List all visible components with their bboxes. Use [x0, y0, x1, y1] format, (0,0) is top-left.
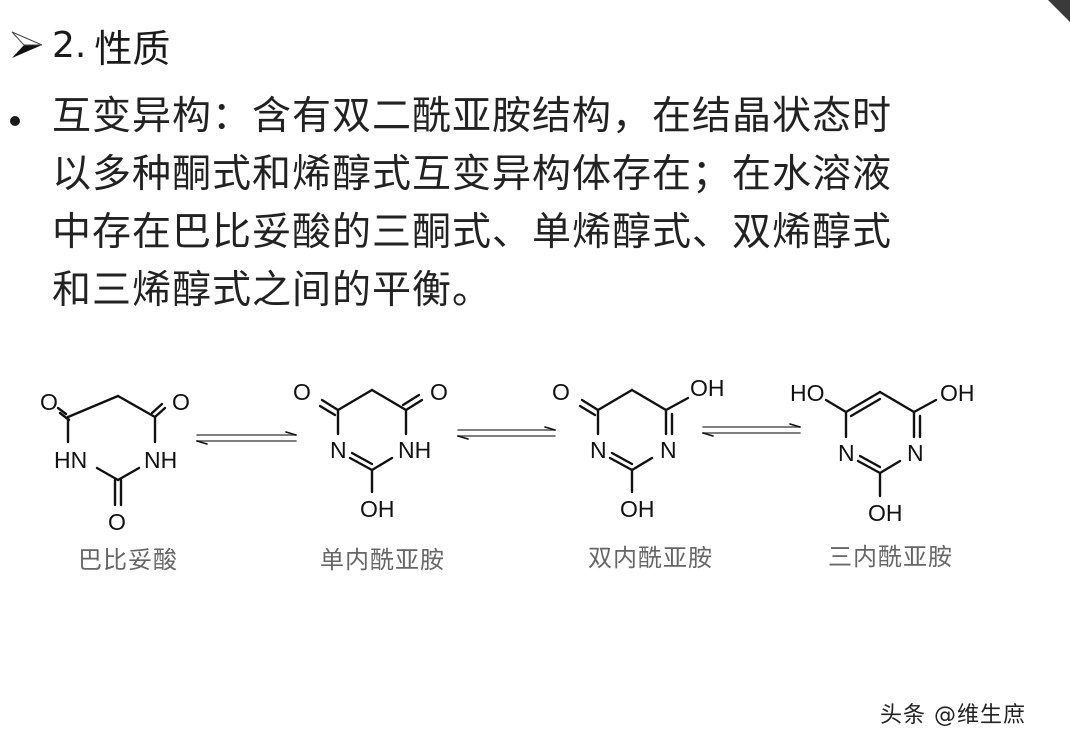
equilibrium-arrows-icon	[196, 431, 297, 445]
molecule-name-4: 三内酰亚胺	[828, 543, 953, 571]
atom-label: O	[552, 379, 570, 405]
atom-label: OH	[940, 380, 975, 406]
tautomer-diagram: O O HN NH O O O N NH OH O OH N N OH HO O…	[0, 360, 1070, 590]
equilibrium-arrows-icon	[702, 423, 801, 437]
molecule-name-2: 单内酰亚胺	[320, 546, 445, 574]
atom-label: N	[330, 437, 347, 463]
paragraph-line: 中存在巴比妥酸的三酮式、单烯醇式、双烯醇式	[52, 210, 893, 255]
molecule-structure-3	[578, 388, 690, 494]
atom-label: N	[590, 437, 607, 463]
atom-label: O	[108, 509, 126, 535]
atom-label: HN	[54, 447, 87, 473]
atom-label: O	[172, 389, 190, 415]
paragraph-line: 互变异构：含有双二酰亚胺结构，在结晶状态时	[52, 94, 893, 139]
paragraph-text: 互变异构：含有双二酰亚胺结构，在结晶状态时 以多种酮式和烯醇式互变异构体存在；在…	[52, 88, 1042, 320]
atom-label: N	[660, 437, 677, 463]
atom-label: OH	[360, 496, 395, 522]
atom-label: NH	[398, 437, 431, 463]
arrow-bullet-icon	[11, 31, 43, 58]
corner-decoration	[1048, 0, 1070, 22]
dot-bullet-icon	[10, 116, 20, 126]
molecule-name-3: 双内酰亚胺	[588, 544, 713, 572]
atom-label: NH	[144, 447, 177, 473]
atom-label: OH	[690, 375, 725, 401]
atom-label: N	[907, 440, 924, 466]
equilibrium-arrows-icon	[457, 426, 556, 440]
paragraph-line: 和三烯醇式之间的平衡。	[52, 268, 493, 313]
atom-label: OH	[620, 496, 655, 522]
watermark: 头条 @维生庶	[880, 703, 1026, 728]
molecule-structure-1	[56, 394, 167, 507]
heading-text: 性质	[94, 26, 171, 71]
molecule-structure-4	[824, 390, 938, 498]
molecule-structure-2	[318, 388, 424, 494]
slide-heading: 2. 性质	[10, 22, 170, 71]
atom-label: O	[293, 379, 311, 405]
heading-number: 2.	[52, 24, 87, 66]
atom-label: O	[430, 379, 448, 405]
atom-label: O	[40, 389, 58, 415]
paragraph-line: 以多种酮式和烯醇式互变异构体存在；在水溶液	[52, 152, 893, 197]
structures-svg: O O HN NH O O O N NH OH O OH N N OH HO O…	[40, 375, 975, 535]
atom-label: HO	[790, 380, 825, 406]
atom-label: OH	[868, 500, 903, 526]
molecule-name-1: 巴比妥酸	[78, 546, 178, 574]
atom-label: N	[838, 440, 855, 466]
